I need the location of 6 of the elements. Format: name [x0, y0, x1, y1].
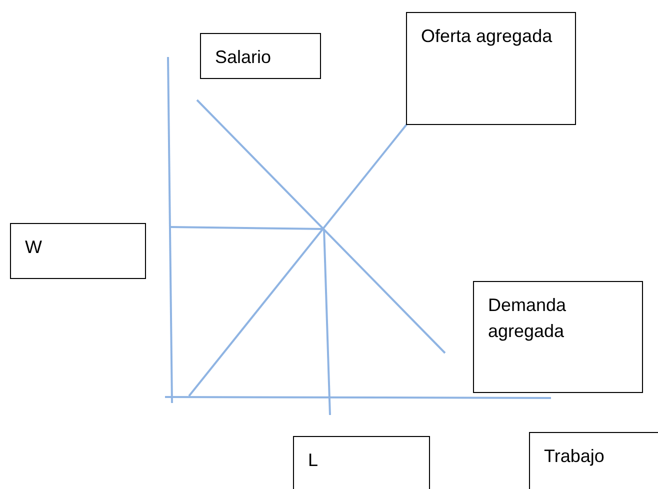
curve-label-box: Oferta agregada — [406, 12, 576, 125]
axis-label-box: Trabajo — [529, 432, 658, 489]
axis-label-box: Salario — [200, 33, 321, 79]
curve-label-box: Demanda agregada — [473, 281, 643, 393]
value-label-box: L — [293, 436, 430, 489]
value-label-box: W — [10, 223, 146, 279]
